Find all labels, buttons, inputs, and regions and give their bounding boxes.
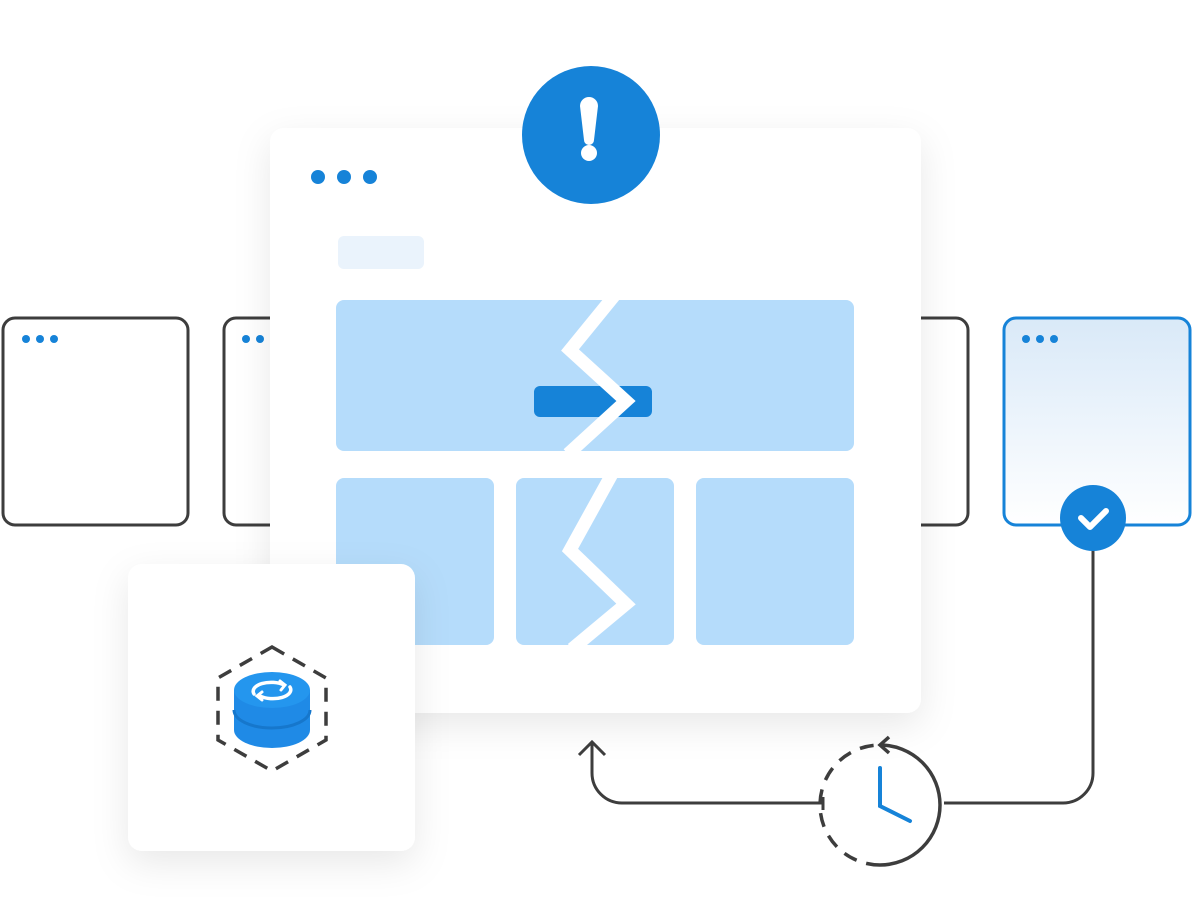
crack-top — [561, 291, 636, 459]
alert-icon — [522, 66, 660, 204]
crack-bottom — [561, 470, 636, 654]
check-icon — [1060, 485, 1126, 551]
content-block-3 — [696, 478, 854, 645]
return-flow-line — [590, 743, 823, 805]
backup-card — [128, 564, 415, 851]
restore-flow-line — [944, 540, 1095, 805]
title-placeholder — [338, 236, 424, 269]
clock-icon — [818, 735, 942, 867]
window-outline-1 — [1, 316, 190, 527]
arrow-up-icon — [577, 739, 607, 757]
database-sync-icon — [232, 672, 312, 748]
main-window-card — [270, 128, 921, 713]
window-restored — [1002, 316, 1192, 527]
